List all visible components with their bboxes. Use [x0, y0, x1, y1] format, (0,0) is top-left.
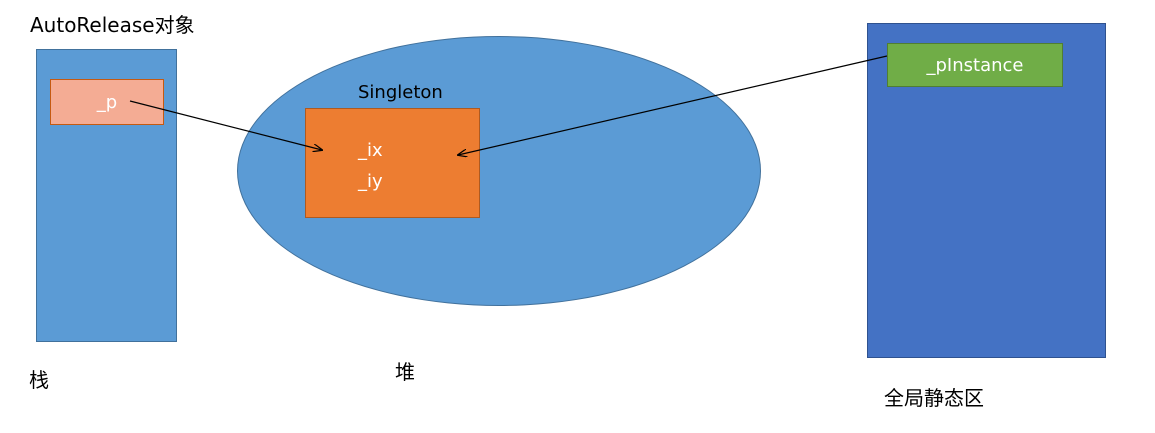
global-static-label: 全局静态区: [884, 386, 984, 410]
singleton-object-box: [305, 108, 480, 218]
stack-label: 栈: [29, 368, 49, 392]
singleton-label: Singleton: [358, 82, 443, 103]
pinstance-pointer-box: _pInstance: [887, 43, 1063, 87]
autorelease-object-label: AutoRelease对象: [30, 13, 195, 37]
field-ix: _ix: [358, 140, 383, 161]
field-iy: _iy: [358, 171, 383, 192]
heap-label: 堆: [395, 360, 415, 384]
p-pointer-box: _p: [50, 79, 164, 125]
